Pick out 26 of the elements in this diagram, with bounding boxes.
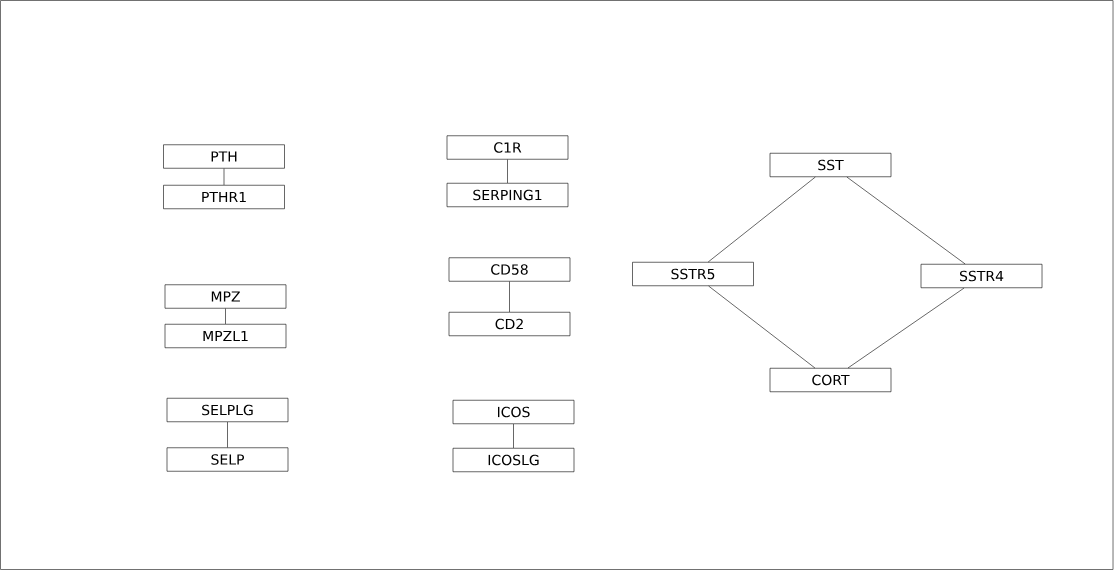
gene-box: SERPING1 <box>446 182 569 208</box>
gene-box: CD2 <box>448 311 571 337</box>
gene-box: SELPLG <box>166 397 289 423</box>
gene-box: SSTR4 <box>920 263 1043 289</box>
gene-box: PTH <box>163 144 285 169</box>
gene-box: CORT <box>769 367 892 393</box>
connector-line <box>225 308 226 325</box>
connector-line <box>227 421 228 448</box>
gene-box: CD58 <box>448 257 571 282</box>
connector-line <box>708 285 816 369</box>
connector-line <box>507 159 508 184</box>
gene-box: SSTR5 <box>632 261 754 287</box>
gene-box: MPZ <box>164 284 287 309</box>
gene-box: PTHR1 <box>163 184 285 210</box>
gene-box: ICOSLG <box>452 447 575 473</box>
connector-line <box>513 423 514 449</box>
connector-line <box>509 281 510 313</box>
connector-line <box>847 287 965 369</box>
gene-box: ICOS <box>452 399 575 425</box>
gene-box: C1R <box>446 135 569 160</box>
connector-line <box>846 176 966 265</box>
gene-box: SELP <box>166 447 289 472</box>
gene-box: SST <box>769 152 892 178</box>
connector-line <box>707 176 816 263</box>
gene-box: MPZL1 <box>164 323 287 349</box>
connector-line <box>223 168 225 186</box>
